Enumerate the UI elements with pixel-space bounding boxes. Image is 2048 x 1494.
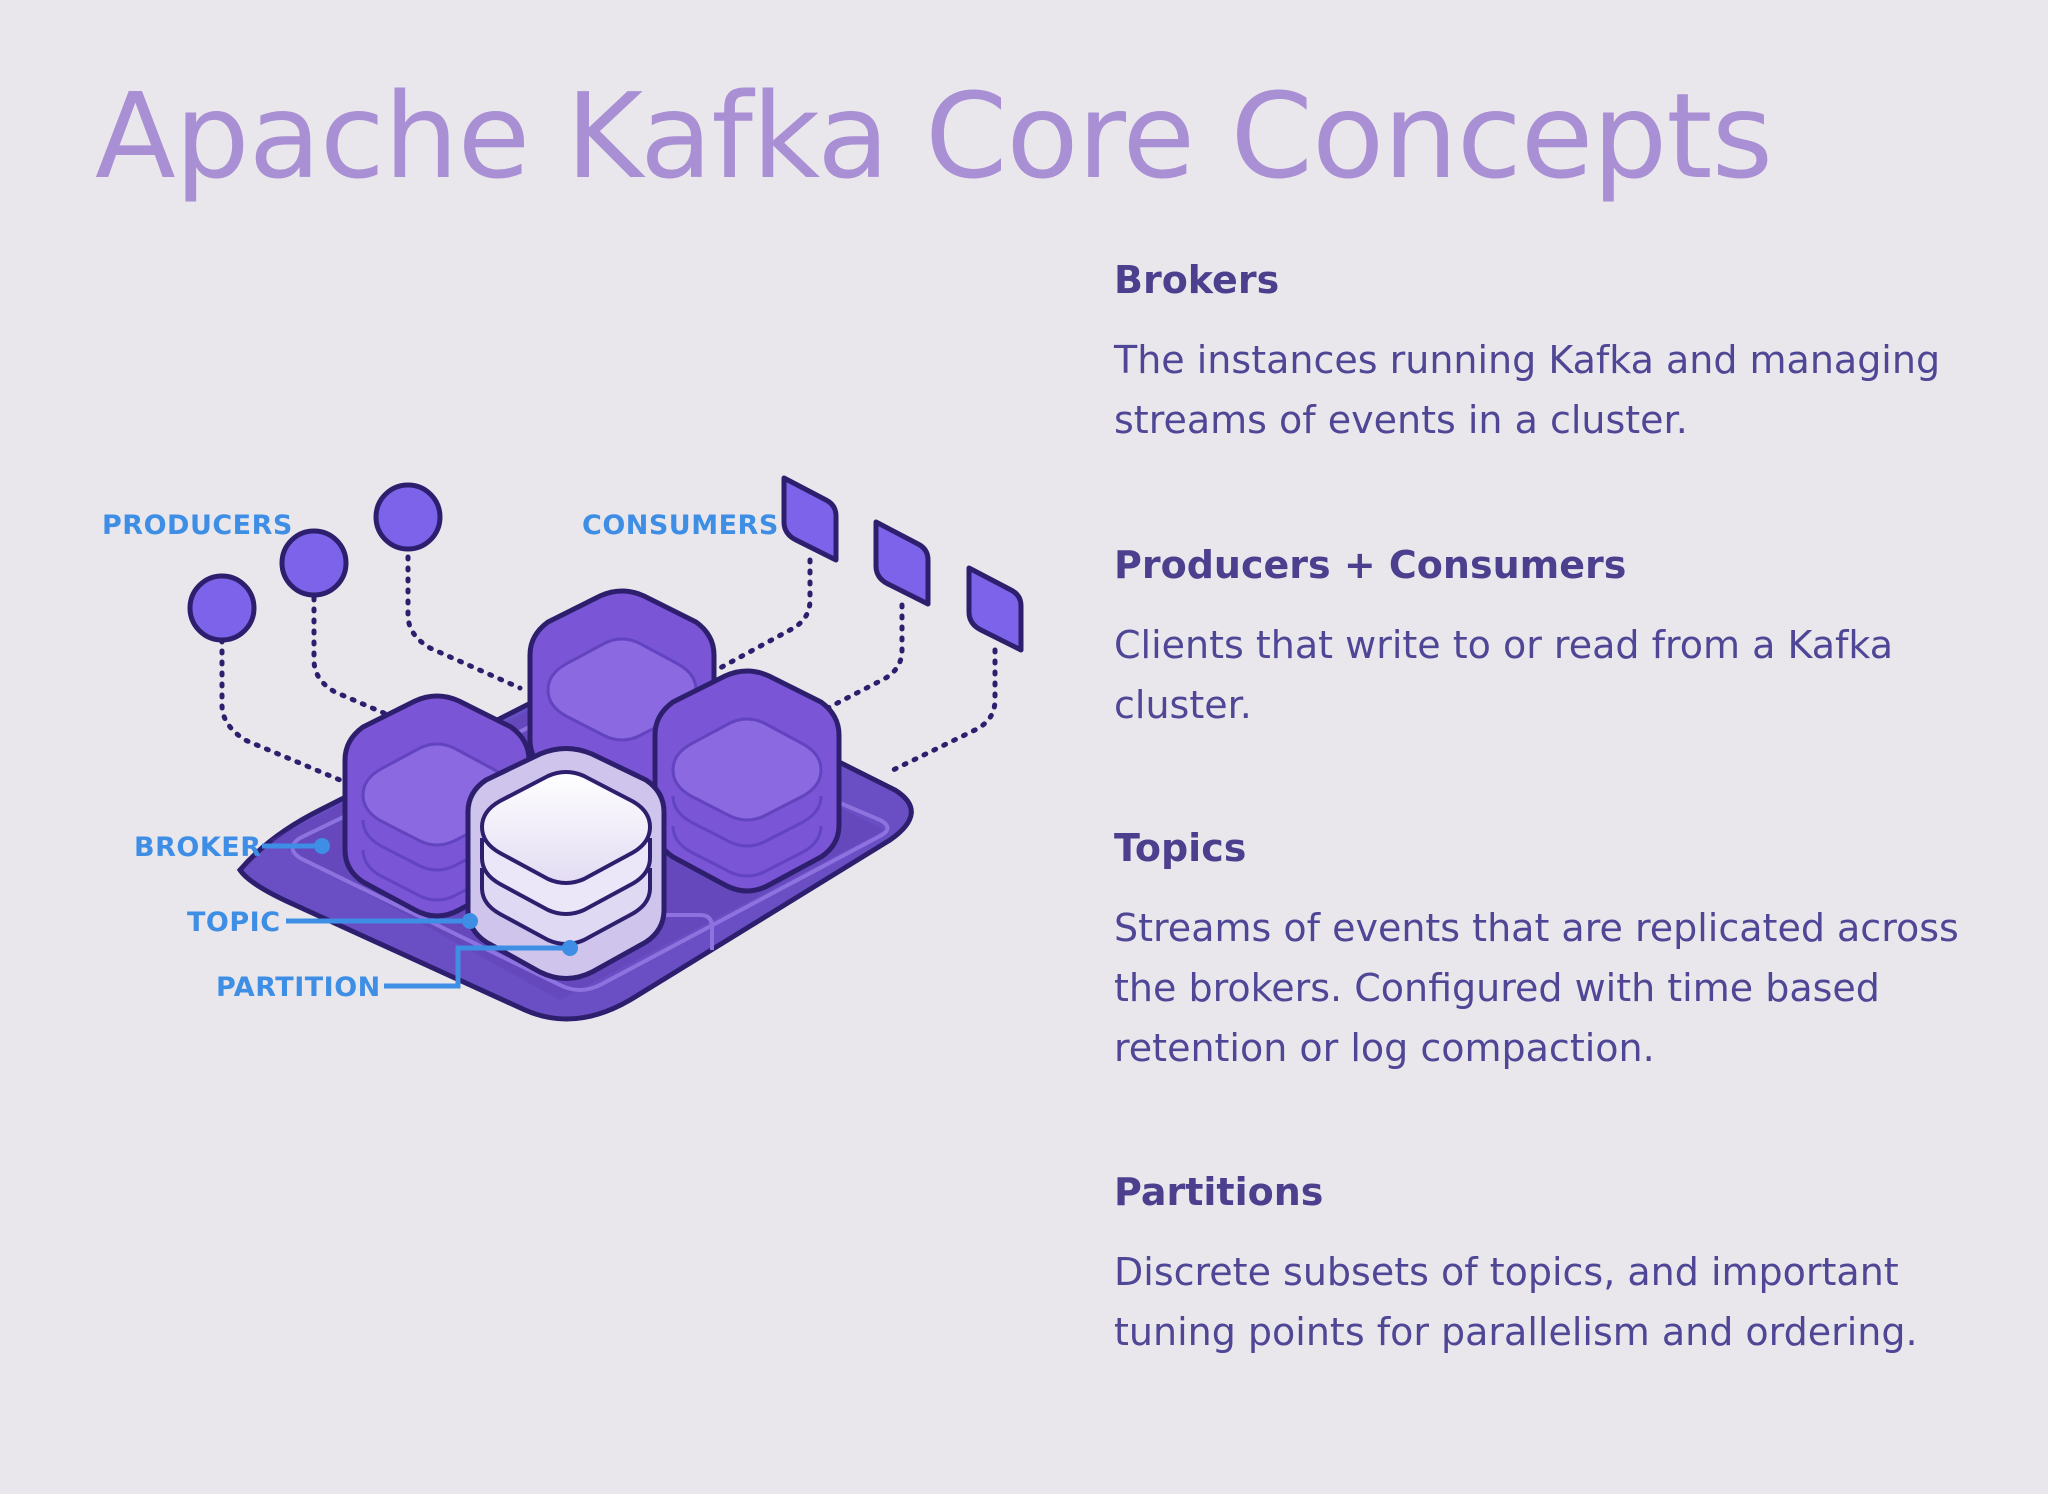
kafka-diagram: PRODUCERS CONSUMERS BROKER TOPIC PARTITI… xyxy=(102,475,1024,1022)
page-title: Apache Kafka Core Concepts xyxy=(95,67,1773,205)
concept-producers-consumers: Producers + Consumers Clients that write… xyxy=(1114,543,1994,735)
topic-stack xyxy=(465,746,667,981)
consumer-icon xyxy=(781,475,839,563)
concept-description: Discrete subsets of topics, and importan… xyxy=(1114,1249,1918,1354)
topic-label: TOPIC xyxy=(187,907,281,938)
concept-description: The instances running Kafka and managing… xyxy=(1114,337,1941,442)
broker-label: BROKER xyxy=(134,832,261,863)
concept-topics: Topics Streams of events that are replic… xyxy=(1114,826,1994,1078)
producer-connectors xyxy=(219,554,523,783)
consumer-icons xyxy=(781,475,1024,653)
producer-icons xyxy=(187,482,443,643)
producer-icon xyxy=(187,573,257,643)
broker-right xyxy=(652,668,842,894)
concept-partitions: Partitions Discrete subsets of topics, a… xyxy=(1114,1170,1994,1362)
consumer-connectors xyxy=(717,557,998,773)
concept-heading: Partitions xyxy=(1114,1170,1324,1214)
concept-heading: Brokers xyxy=(1114,258,1280,302)
producer-icon xyxy=(373,482,443,552)
concept-heading: Topics xyxy=(1114,826,1247,870)
concept-description: Streams of events that are replicated ac… xyxy=(1114,905,1959,1070)
consumers-label: CONSUMERS xyxy=(582,510,779,541)
concept-brokers: Brokers The instances running Kafka and … xyxy=(1114,258,1994,450)
concept-description: Clients that write to or read from a Kaf… xyxy=(1114,622,1893,727)
consumer-icon xyxy=(966,565,1024,653)
concept-heading: Producers + Consumers xyxy=(1114,543,1627,587)
pointer-dots xyxy=(314,838,578,956)
producer-icon xyxy=(279,528,349,598)
consumer-icon xyxy=(873,519,931,607)
producers-label: PRODUCERS xyxy=(102,510,293,541)
partition-label: PARTITION xyxy=(216,972,381,1003)
pointer-lines xyxy=(262,843,570,989)
